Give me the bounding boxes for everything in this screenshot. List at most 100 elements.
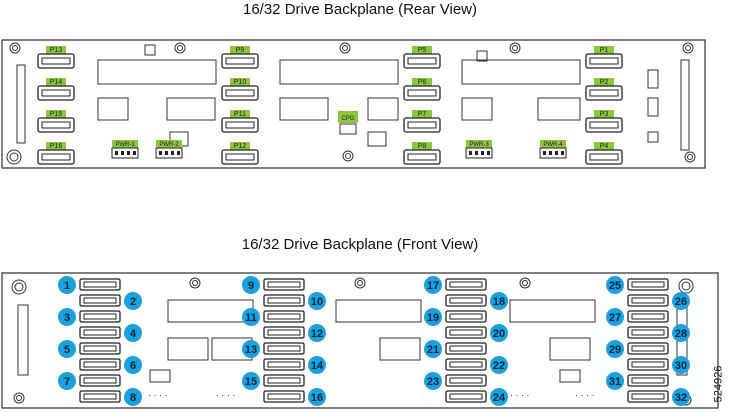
drive-slot-5: 5 [58,340,121,358]
rear-connector-p12: P12 [221,142,259,165]
drive-slot-11: 11 [242,308,305,326]
rear-connector-label: P2 [600,79,609,86]
drive-slot-number: 32 [675,392,687,404]
svg-text:· · · ·: · · · · [510,390,530,400]
drive-slot-1: 1 [58,276,121,294]
drive-slot-number: 4 [130,328,137,340]
power-connector-pwr-4: PWR-4 [539,140,567,159]
svg-text:· · · ·: · · · · [575,390,595,400]
rear-connector-label: P10 [234,79,247,86]
drive-slot-number: 7 [64,376,70,388]
drive-slot-number: 9 [248,280,254,292]
rear-view-title: 16/32 Drive Backplane (Rear View) [242,1,477,18]
drive-slot-8: 8 [79,388,142,406]
drive-slot-15: 15 [242,372,305,390]
rear-connector-p1: P1 [585,46,623,69]
drive-slot-number: 2 [130,296,136,308]
drive-slot-26: 26 [627,292,690,310]
rear-connector-label: P5 [418,47,427,54]
drive-slot-13: 13 [242,340,305,358]
rear-backplane: P13P14P15P16P9P10P11P12P5P6P7P8P1P2P3P4 … [1,39,706,169]
drive-slot-29: 29 [606,340,669,358]
center-connector-label: CPG [341,116,354,122]
drive-slot-number: 27 [609,312,621,324]
rear-connector-p15: P15 [37,110,75,133]
drive-slot-number: 1 [64,280,70,292]
drive-slot-2: 2 [79,292,142,310]
rear-connector-label: P15 [50,111,63,118]
drive-slot-number: 22 [493,360,505,372]
drive-slot-number: 11 [245,312,257,324]
drive-slot-7: 7 [58,372,121,390]
drive-slot-16: 16 [263,388,326,406]
drive-slot-24: 24 [445,388,508,406]
drive-slot-28: 28 [627,324,690,342]
rear-connector-p14: P14 [37,78,75,101]
drive-slot-number: 13 [245,344,257,356]
drive-slot-number: 21 [427,344,439,356]
rear-connector-p8: P8 [403,142,441,165]
rear-connector-p16: P16 [37,142,75,165]
power-connector-label: PWR-4 [543,142,563,148]
drive-slot-number: 25 [609,280,621,292]
power-connector-pwr-2: PWR-2 [155,140,183,159]
drive-slot-number: 16 [311,392,323,404]
drive-slot-number: 5 [64,344,70,356]
rear-connector-label: P8 [418,143,427,150]
drive-slot-32: 32 [627,388,690,406]
drive-slot-18: 18 [445,292,508,310]
svg-text:· · · ·: · · · · [148,390,168,400]
front-view-title: 16/32 Drive Backplane (Front View) [241,236,479,253]
center-connector: CPG [338,111,358,135]
drive-slot-10: 10 [263,292,326,310]
drive-slot-number: 8 [130,392,136,404]
drive-slot-17: 17 [424,276,487,294]
rear-connector-p11: P11 [221,110,259,133]
rear-connector-label: P16 [50,143,63,150]
rear-connector-label: P9 [236,47,245,54]
drive-slot-30: 30 [627,356,690,374]
drive-slot-number: 15 [245,376,257,388]
drive-slot-number: 24 [493,392,506,404]
drive-slot-number: 29 [609,344,621,356]
rear-connector-p10: P10 [221,78,259,101]
drive-slot-number: 3 [64,312,70,324]
rear-connector-label: P13 [50,47,63,54]
rear-connector-label: P6 [418,79,427,86]
power-connector-pwr-1: PWR-1 [111,140,139,159]
rear-connector-p4: P4 [585,142,623,165]
rear-connector-label: P11 [234,111,246,118]
drive-slot-12: 12 [263,324,326,342]
drive-slot-number: 31 [609,376,621,388]
power-connector-label: PWR-2 [159,142,179,148]
rear-connector-label: P1 [600,47,609,54]
rear-connector-p3: P3 [585,110,623,133]
rear-connector-p9: P9 [221,46,259,69]
drive-slot-number: 20 [493,328,505,340]
svg-text:· · · ·: · · · · [216,390,236,400]
rear-connector-p5: P5 [403,46,441,69]
drive-slot-14: 14 [263,356,326,374]
rear-connector-p13: P13 [37,46,75,69]
drive-slot-number: 23 [427,376,439,388]
rear-connector-label: P4 [600,143,609,150]
rear-connector-label: P7 [418,111,427,118]
rear-connector-label: P12 [234,143,247,150]
drive-slot-9: 9 [242,276,305,294]
drive-slot-number: 12 [311,328,323,340]
drive-slot-number: 17 [427,280,439,292]
rear-connector-p7: P7 [403,110,441,133]
rear-connector-p2: P2 [585,78,623,101]
rear-connector-label: P3 [600,111,609,118]
drive-slot-number: 6 [130,360,136,372]
drive-slot-27: 27 [606,308,669,326]
drive-slot-20: 20 [445,324,508,342]
drive-slot-number: 30 [675,360,687,372]
drive-slot-3: 3 [58,308,121,326]
rear-connector-p6: P6 [403,78,441,101]
drive-slot-number: 14 [311,360,324,372]
drive-slot-6: 6 [79,356,142,374]
drive-slot-23: 23 [424,372,487,390]
power-connector-label: PWR-3 [469,142,489,148]
